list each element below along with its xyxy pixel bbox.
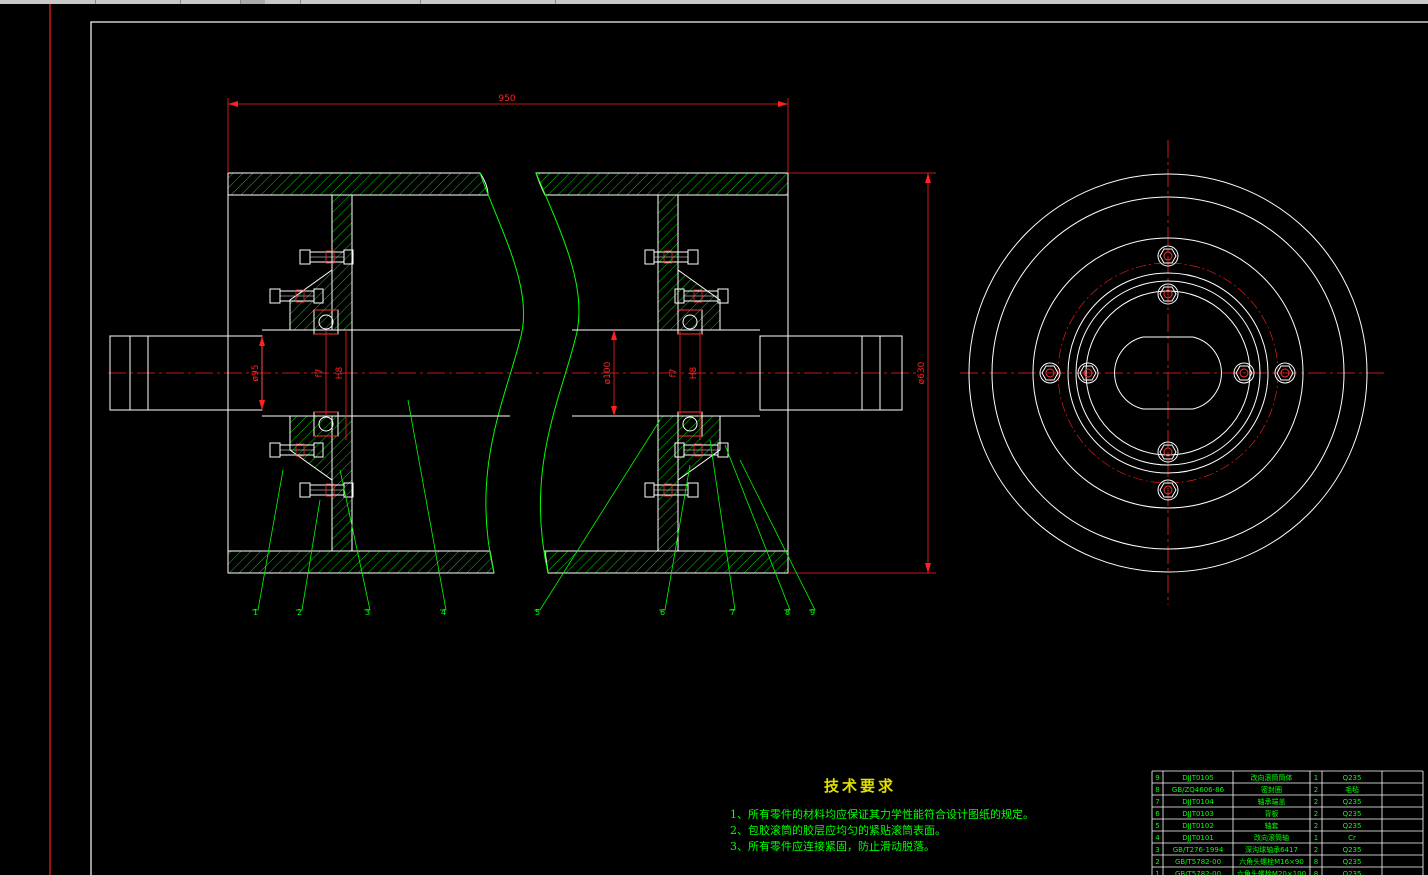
parts-cell-qty: 2 (1314, 798, 1318, 806)
parts-cell-qty: 2 (1314, 786, 1318, 794)
fit-label: f7 (669, 369, 679, 378)
balloon-label: 6 (660, 608, 665, 617)
parts-cell-code: DJJT0101 (1182, 834, 1214, 842)
parts-cell-qty: 8 (1314, 870, 1318, 875)
parts-cell-material: Q235 (1343, 858, 1362, 866)
parts-cell-code: GB/T276-1994 (1173, 846, 1224, 854)
cad-tab-bar[interactable] (0, 0, 1428, 4)
parts-cell-qty: 1 (1314, 774, 1318, 782)
tab-divider (555, 0, 556, 4)
parts-cell-no: 4 (1155, 834, 1160, 842)
parts-cell-no: 7 (1155, 798, 1159, 806)
parts-cell-qty: 8 (1314, 858, 1318, 866)
parts-cell-code: GB/T5782-00 (1175, 858, 1221, 866)
parts-cell-name: 轴套 (1265, 821, 1279, 830)
parts-cell-code: DJJT0102 (1182, 822, 1214, 830)
tech-note: 2、包胶滚筒的胶层应均匀的紧贴滚筒表面。 (730, 824, 946, 837)
parts-cell-material: Q235 (1343, 822, 1362, 830)
parts-cell-material: Cr (1348, 834, 1356, 842)
dimension-95: ø95 (251, 336, 265, 410)
parts-cell-code: DJJT0105 (1182, 774, 1214, 782)
parts-cell-qty: 2 (1314, 822, 1318, 830)
parts-cell-no: 5 (1155, 822, 1159, 830)
fit-label: H8 (335, 366, 345, 379)
balloon-label: 7 (730, 608, 735, 617)
cad-drawing-canvas[interactable]: 950 ø630 ø95 ø100 f7 H8 f7 H8 (0, 4, 1428, 875)
parts-cell-qty: 1 (1314, 834, 1318, 842)
parts-cell-material: Q235 (1343, 774, 1362, 782)
dimension-95-text: ø95 (251, 365, 261, 382)
parts-cell-material: Q235 (1343, 870, 1362, 875)
tab-divider (95, 0, 96, 4)
parts-cell-qty: 2 (1314, 810, 1318, 818)
end-view (960, 140, 1385, 605)
parts-cell-no: 3 (1155, 846, 1159, 854)
parts-cell-code: DJJT0104 (1182, 798, 1214, 806)
parts-cell-name: 轴承端盖 (1258, 797, 1286, 806)
tab-divider (300, 0, 301, 4)
balloon-label: 5 (535, 608, 540, 617)
parts-cell-material: 毛毡 (1345, 785, 1359, 794)
dimension-950-text: 950 (498, 94, 515, 104)
parts-cell-name: 改向滚筒筒体 (1251, 773, 1293, 782)
parts-cell-material: Q235 (1343, 798, 1362, 806)
parts-cell-name: 背板 (1265, 809, 1279, 818)
tech-requirements-title: 技术要求 (824, 777, 897, 795)
parts-cell-no: 1 (1155, 870, 1159, 875)
parts-cell-name: 深沟球轴承6417 (1245, 845, 1298, 854)
fit-label: f7 (315, 369, 325, 378)
balloon-label: 2 (297, 608, 302, 617)
parts-cell-no: 8 (1155, 786, 1159, 794)
parts-cell-code: DJJT0103 (1182, 810, 1214, 818)
leader-lines (252, 399, 816, 611)
parts-cell-material: Q235 (1343, 846, 1362, 854)
dimension-100: ø100 (603, 330, 617, 416)
parts-cell-name: 六角头螺栓M16×90 (1239, 857, 1304, 866)
tab-divider (180, 0, 181, 4)
sheet-border (49, 4, 1428, 875)
dimension-630-text: ø630 (917, 361, 927, 384)
balloon-label: 3 (365, 608, 370, 617)
parts-cell-material: Q235 (1343, 810, 1362, 818)
parts-cell-code: GB/T5782-00 (1175, 870, 1221, 875)
parts-cell-name: 改向滚筒轴 (1254, 833, 1289, 842)
fit-dims-left: f7 H8 (315, 330, 347, 440)
parts-cell-no: 9 (1155, 774, 1159, 782)
balloon-label: 1 (253, 608, 258, 617)
tab-divider (420, 0, 421, 4)
tech-note: 1、所有零件的材料均应保证其力学性能符合设计图纸的规定。 (730, 808, 1034, 821)
tech-note: 3、所有零件应连接紧固，防止滑动脱落。 (730, 840, 935, 853)
tab-active[interactable] (240, 0, 265, 4)
parts-cell-no: 2 (1155, 858, 1159, 866)
balloon-label: 9 (810, 608, 815, 617)
dimension-630: ø630 (788, 172, 936, 574)
fit-dims-right: f7 H8 (669, 330, 701, 440)
dimension-950: 950 (227, 94, 789, 173)
parts-cell-name: 六角头螺栓M20×100 (1237, 869, 1306, 875)
parts-cell-code: GB/ZQ4606-86 (1172, 786, 1225, 794)
fit-label: H8 (689, 366, 699, 379)
parts-cell-no: 6 (1155, 810, 1160, 818)
shaft (109, 329, 903, 417)
dimension-100-text: ø100 (603, 361, 613, 384)
balloon-labels: 1 2 3 4 5 6 7 8 9 (253, 608, 815, 617)
balloon-label: 8 (785, 608, 790, 617)
parts-cell-name: 密封圈 (1261, 785, 1282, 794)
balloon-label: 4 (441, 608, 446, 617)
parts-cell-qty: 2 (1314, 846, 1318, 854)
